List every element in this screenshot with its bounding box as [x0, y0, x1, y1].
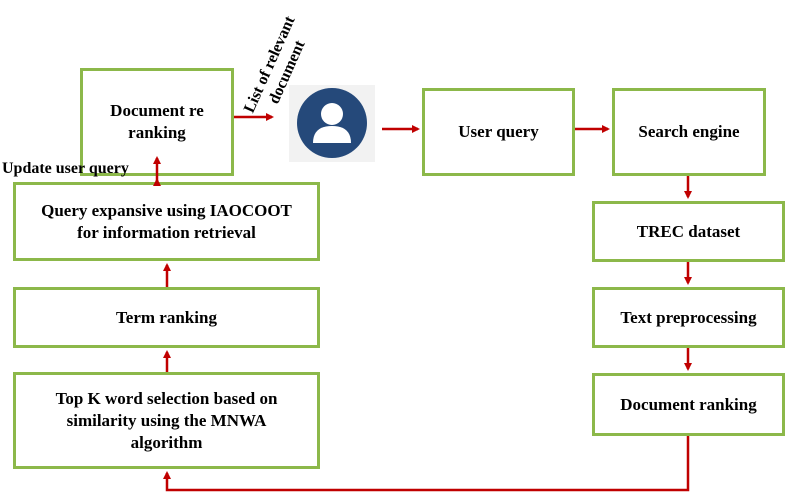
user-avatar	[289, 85, 375, 162]
query-expansion-box: Query expansive using IAOCOOT for inform…	[13, 182, 320, 261]
text-preprocessing-label: Text preprocessing	[620, 307, 757, 327]
trec-dataset-label: TREC dataset	[636, 221, 741, 241]
top-k-selection-box: Top K word selection based on similarity…	[13, 372, 320, 469]
top-k-line2: similarity using the MNWA	[66, 410, 267, 430]
user-query-box: User query	[422, 88, 575, 176]
arrow-docrank-to-topk	[163, 436, 690, 492]
document-ranking-label: Document ranking	[620, 394, 757, 414]
document-ranking-box: Document ranking	[592, 373, 785, 436]
text-preprocessing-box: Text preprocessing	[592, 287, 785, 348]
query-expansion-line2: for information retrieval	[77, 222, 256, 242]
search-engine-box: Search engine	[612, 88, 766, 176]
top-k-line1: Top K word selection based on	[55, 388, 278, 408]
document-re-ranking-label: Document re ranking	[110, 101, 204, 142]
trec-dataset-box: TREC dataset	[592, 201, 785, 262]
user-query-label: User query	[458, 122, 539, 141]
term-ranking-label: Term ranking	[116, 307, 217, 327]
term-ranking-box: Term ranking	[13, 287, 320, 348]
search-engine-label: Search engine	[638, 122, 740, 141]
update-user-query-label: Update user query	[2, 160, 129, 177]
user-avatar-icon	[297, 88, 367, 158]
query-expansion-line1: Query expansive using IAOCOOT	[41, 200, 292, 220]
top-k-line3: algorithm	[130, 432, 203, 452]
